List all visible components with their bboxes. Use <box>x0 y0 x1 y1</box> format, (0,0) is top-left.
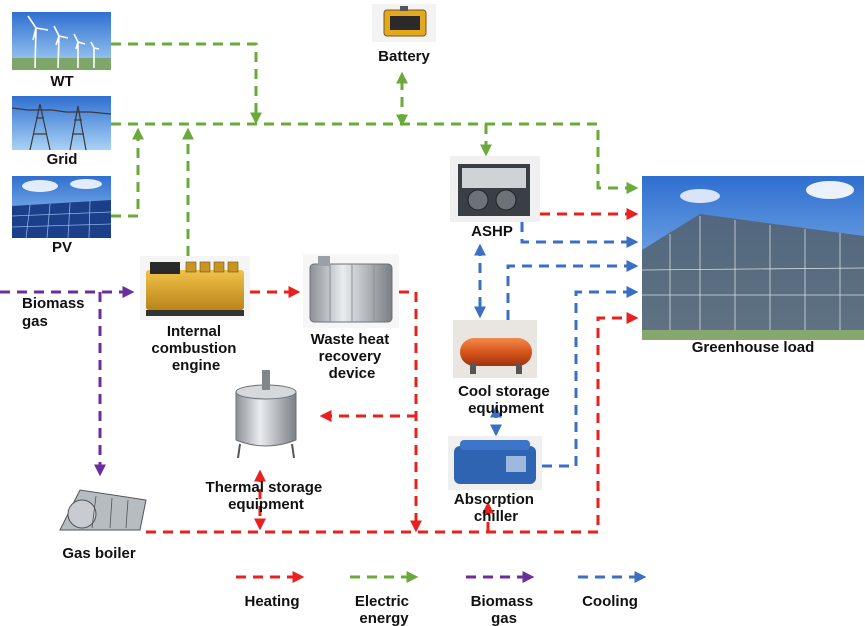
legend-cooling-label: Cooling <box>582 593 638 610</box>
label-battery: Battery <box>378 48 430 65</box>
legend-heating-label: Heating <box>244 593 299 610</box>
label-engine: Internal combustion engine <box>151 323 240 374</box>
label-greenhouse: Greenhouse load <box>692 339 815 356</box>
engine-image <box>140 256 250 320</box>
label-gas-boiler: Gas boiler <box>62 545 136 562</box>
label-waste-heat: Waste heat recovery device <box>311 331 394 382</box>
heating-flows <box>146 208 639 534</box>
label-absorption-chiller: Absorption chiller <box>454 491 538 525</box>
biomass-flows <box>0 286 135 477</box>
thermal-storage-image <box>226 366 306 460</box>
ashp-image <box>450 156 540 222</box>
label-grid: Grid <box>47 151 78 168</box>
pv-panel-image <box>11 176 112 239</box>
label-ashp: ASHP <box>471 223 513 240</box>
electric-flows <box>111 42 639 256</box>
legend-electric-label: Electric energy <box>355 593 413 626</box>
label-pv: PV <box>52 239 72 256</box>
legend: Heating Electric energy Biomass gas Cool… <box>236 571 647 626</box>
label-thermal-storage: Thermal storage equipment <box>206 479 327 513</box>
label-biomass-gas-source: Biomass gas <box>22 295 89 330</box>
gas-boiler-image <box>52 480 150 542</box>
wind-turbine-image <box>12 12 111 70</box>
cool-storage-image <box>453 320 537 378</box>
label-cool-storage: Cool storage equipment <box>458 383 554 417</box>
battery-image <box>372 4 436 42</box>
greenhouse-image <box>641 176 865 340</box>
legend-biomass-label: Biomass gas <box>471 593 538 626</box>
cooling-flows <box>474 222 639 468</box>
power-grid-image <box>11 96 112 151</box>
waste-heat-image <box>303 254 399 328</box>
label-wt: WT <box>50 73 73 90</box>
absorption-chiller-image <box>448 436 542 490</box>
